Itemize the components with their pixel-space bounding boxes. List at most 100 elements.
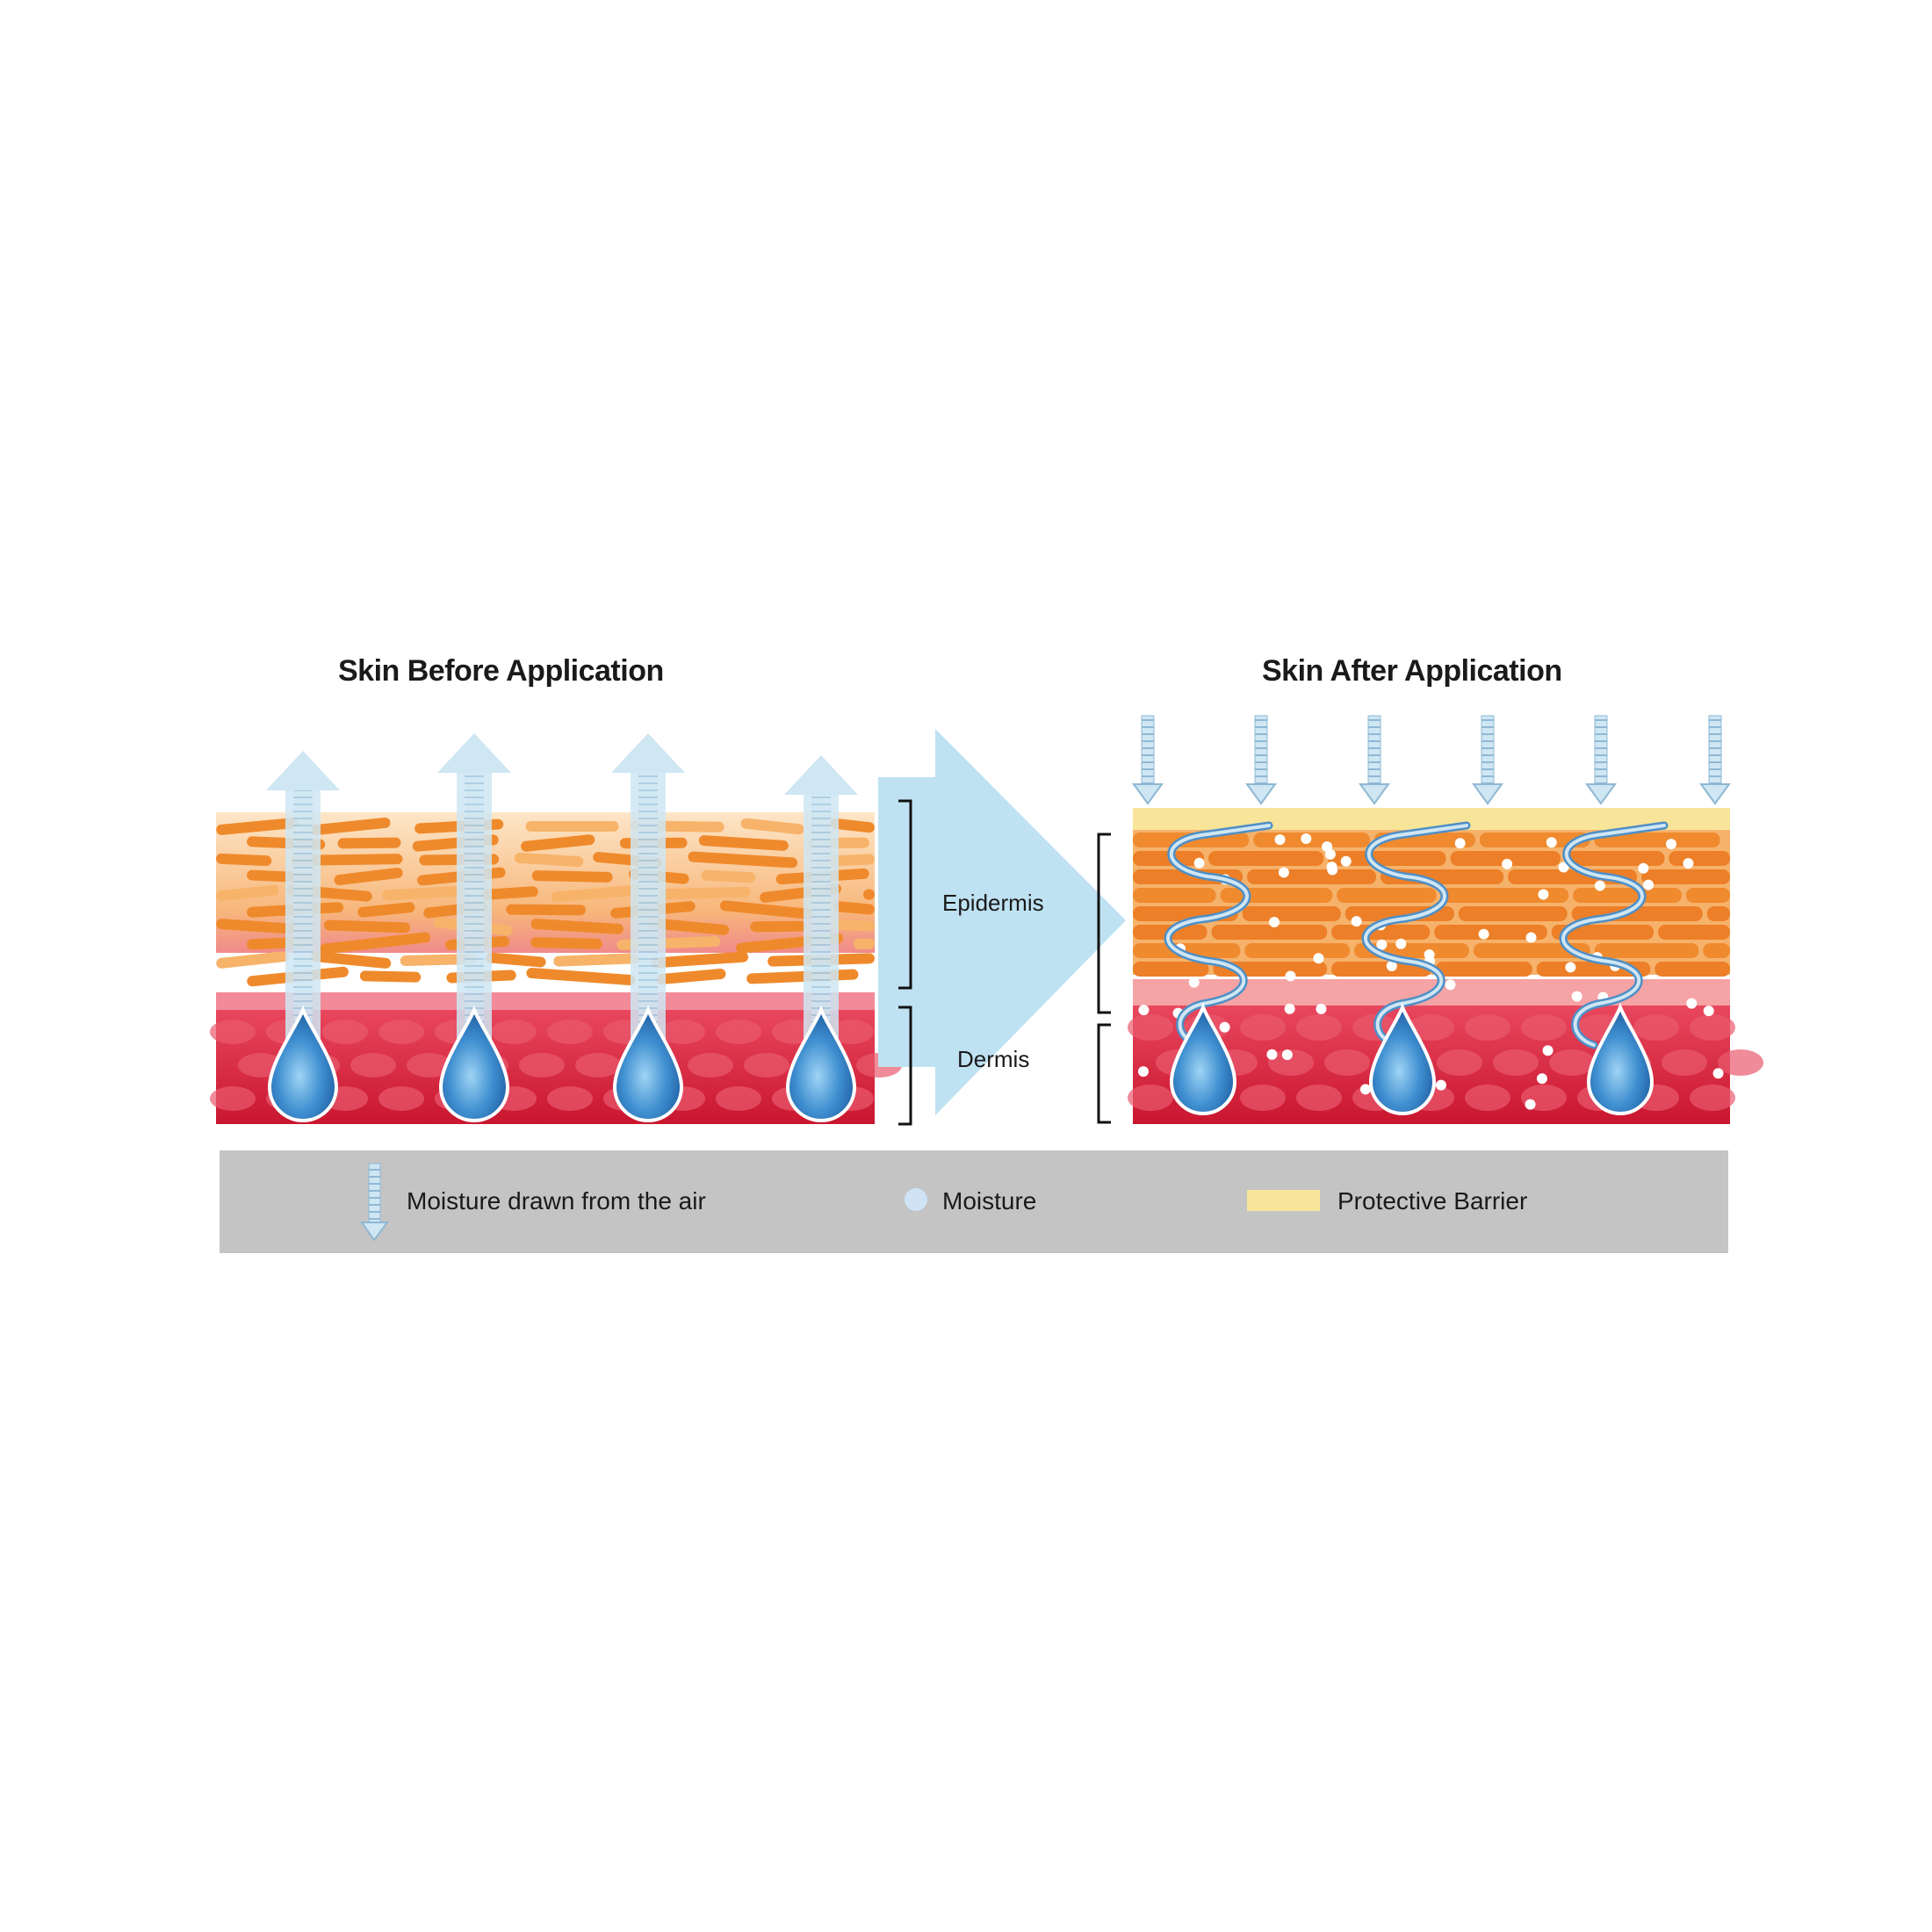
epidermis-cell: [1133, 888, 1216, 903]
down-arrow-icon: [1245, 783, 1277, 805]
epidermis-cell: [746, 969, 859, 984]
dermis-cell: [378, 1020, 424, 1044]
down-arrow-icon: [360, 1163, 389, 1242]
dermis-cell: [1521, 1014, 1567, 1041]
moisture-dot: [1683, 858, 1694, 869]
dermis-cell: [378, 1086, 424, 1111]
before-panel: [210, 733, 902, 1124]
dermis-cell: [1718, 1049, 1763, 1076]
moisture-dot: [1666, 839, 1677, 850]
epidermis-cell: [1473, 943, 1590, 958]
epidermis-cell: [698, 835, 789, 851]
down-arrow-icon: [1699, 783, 1731, 805]
dermis-cell: [407, 1053, 452, 1078]
epidermis-cell: [323, 919, 411, 934]
dermis-cell: [744, 1053, 789, 1078]
epidermis-label: Epidermis: [942, 890, 1044, 916]
before-title: Skin Before Application: [338, 654, 664, 688]
epidermis-cell: [1328, 851, 1446, 866]
epidermis-cell: [514, 853, 584, 867]
epidermis-cell: [216, 884, 279, 902]
dermis-cell: [1465, 1085, 1510, 1111]
dermis-cell: [1690, 1085, 1735, 1111]
up-arrow-icon: [611, 733, 685, 773]
moisture-dot: [1281, 1049, 1293, 1061]
epidermis-cell: [310, 951, 392, 969]
escape-arrow-stripes: [465, 773, 484, 1027]
epidermis-bracket: [898, 799, 912, 990]
air-arrow-shaft: [1481, 715, 1495, 787]
moisture-dot: [1502, 858, 1513, 869]
dermis-cell: [828, 1020, 874, 1044]
big-arrow-icon: [878, 729, 1126, 1115]
air-arrow-shaft: [1141, 715, 1155, 787]
after-epidermis-bracket: [1097, 833, 1111, 1014]
moisture-dot: [1188, 977, 1200, 988]
epidermis-cell: [1331, 925, 1431, 940]
dermis-cell: [716, 1086, 761, 1111]
moisture-dot: [1316, 1003, 1327, 1014]
epidermis-cell: [1669, 851, 1730, 866]
epidermis-cell: [551, 883, 652, 903]
moisture-dot: [1703, 1006, 1714, 1017]
water-drop-icon: [267, 1005, 339, 1122]
after-moisture-drops: [1169, 1002, 1654, 1115]
epidermis-cell: [1654, 962, 1730, 977]
moisture-dot: [1546, 837, 1557, 848]
after-dermis-bracket: [1097, 1023, 1111, 1124]
moisture-dot: [1376, 939, 1388, 950]
moisture-channel: [1561, 824, 1666, 1047]
up-arrow-icon: [784, 755, 858, 795]
epidermis-cell: [382, 885, 465, 901]
moisture-dot: [1565, 962, 1576, 973]
down-arrow-icon: [1359, 783, 1390, 805]
moisture-dot: [1686, 998, 1698, 1009]
dermis-cell: [547, 1086, 593, 1111]
moisture-dot: [1454, 838, 1466, 849]
epidermis-cell: [1244, 943, 1351, 958]
epidermis-cell: [216, 853, 272, 867]
epidermis-cell: [1479, 833, 1590, 847]
protective-barrier: [1133, 808, 1730, 830]
epidermis-cell: [359, 970, 422, 983]
air-moisture-arrows: [1132, 715, 1731, 805]
dermis-bracket: [898, 1006, 912, 1126]
epidermis-cell: [1331, 962, 1431, 977]
epidermis-cell: [1247, 869, 1377, 884]
epidermis-cell: [525, 820, 619, 833]
moisture-dot: [1322, 841, 1333, 853]
moisture-dot: [1525, 932, 1537, 943]
epidermis-cell: [1685, 888, 1730, 903]
moisture-channel: [1166, 824, 1271, 1047]
epidermis-cell: [688, 851, 798, 869]
dermis-cell: [1633, 1014, 1679, 1041]
moisture-dot: [1274, 834, 1286, 846]
water-drop-icon: [1586, 1002, 1654, 1115]
air-arrow-shaft: [1367, 715, 1381, 787]
epidermis-cell: [485, 952, 546, 968]
epidermis-cell: [1641, 869, 1730, 884]
dermis-cell: [1465, 1014, 1510, 1041]
epidermis-cell: [1440, 888, 1569, 903]
dermis-cell: [1296, 1014, 1342, 1041]
epidermis-cell: [659, 886, 751, 900]
dermis-cell: [491, 1020, 537, 1044]
moisture-channels: [1164, 821, 1669, 1049]
legend: [220, 1150, 1728, 1253]
epidermis-cell: [530, 937, 602, 949]
moisture-dot: [1301, 833, 1312, 845]
moisture-dot: [1266, 1049, 1278, 1060]
epidermis-cell: [1703, 943, 1730, 958]
dermis-cell: [1128, 1085, 1173, 1111]
after-panel: [1097, 715, 1763, 1124]
epidermis-cell: [357, 902, 415, 918]
moisture-dot: [1536, 1073, 1547, 1085]
epidermis-cell: [1133, 943, 1241, 958]
dermis-cell: [210, 1086, 256, 1111]
air-arrow-shaft: [1708, 715, 1722, 787]
epidermis-cell: [1208, 851, 1324, 866]
dermis-cell: [688, 1053, 733, 1078]
epidermis-cell: [319, 932, 431, 955]
moisture-dot: [1193, 857, 1205, 869]
dermis-cell: [322, 1020, 368, 1044]
